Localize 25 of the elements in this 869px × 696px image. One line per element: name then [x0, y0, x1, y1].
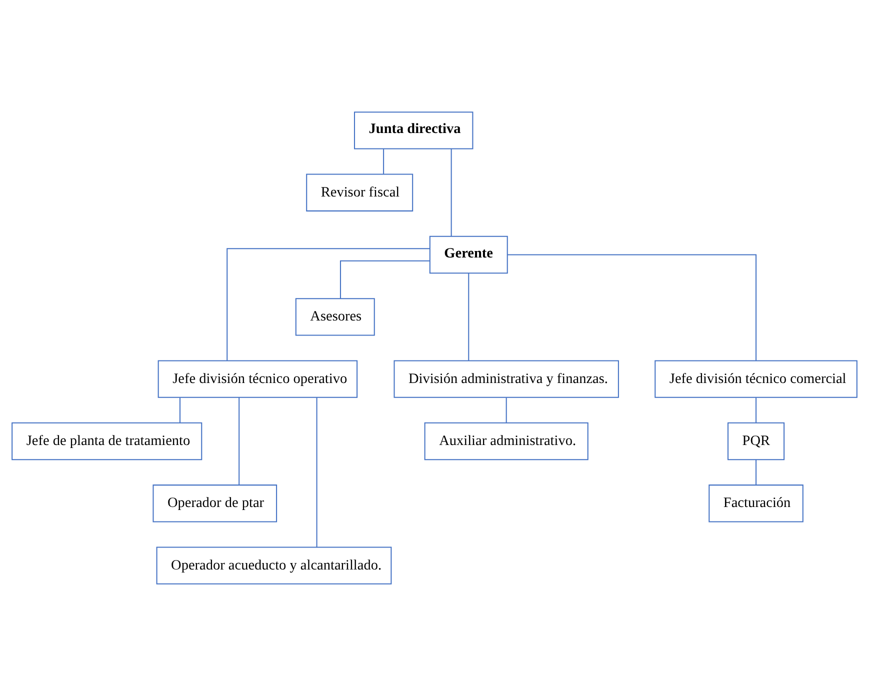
connector — [756, 398, 757, 423]
connector — [226, 248, 430, 361]
node-box: Facturación — [708, 484, 804, 522]
connector — [316, 398, 318, 548]
node-box: PQR — [728, 422, 785, 460]
connector — [238, 397, 240, 485]
connector — [468, 273, 470, 361]
node-box: Asesores — [295, 298, 375, 336]
node-box: Operador acueducto y alcantarillado. — [156, 546, 392, 584]
connector — [756, 460, 757, 485]
node-box: Operador de ptar — [152, 484, 278, 522]
node-box: Revisor fiscal — [306, 174, 414, 212]
connector — [383, 149, 384, 174]
node-box: Jefe división técnico operativo — [158, 360, 358, 398]
connector — [450, 148, 452, 236]
node-box: Junta directiva — [354, 112, 474, 150]
node-box: Gerente — [429, 236, 508, 274]
node-box: Jefe división técnico comercial — [654, 360, 858, 398]
connector — [507, 254, 757, 361]
node-box: Auxiliar administrativo. — [424, 422, 588, 460]
connector — [506, 398, 507, 423]
connector — [179, 398, 180, 423]
node-box: División administrativa y finanzas. — [394, 360, 619, 398]
node-box: Jefe de planta de tratamiento — [12, 422, 202, 460]
connector — [340, 260, 430, 299]
